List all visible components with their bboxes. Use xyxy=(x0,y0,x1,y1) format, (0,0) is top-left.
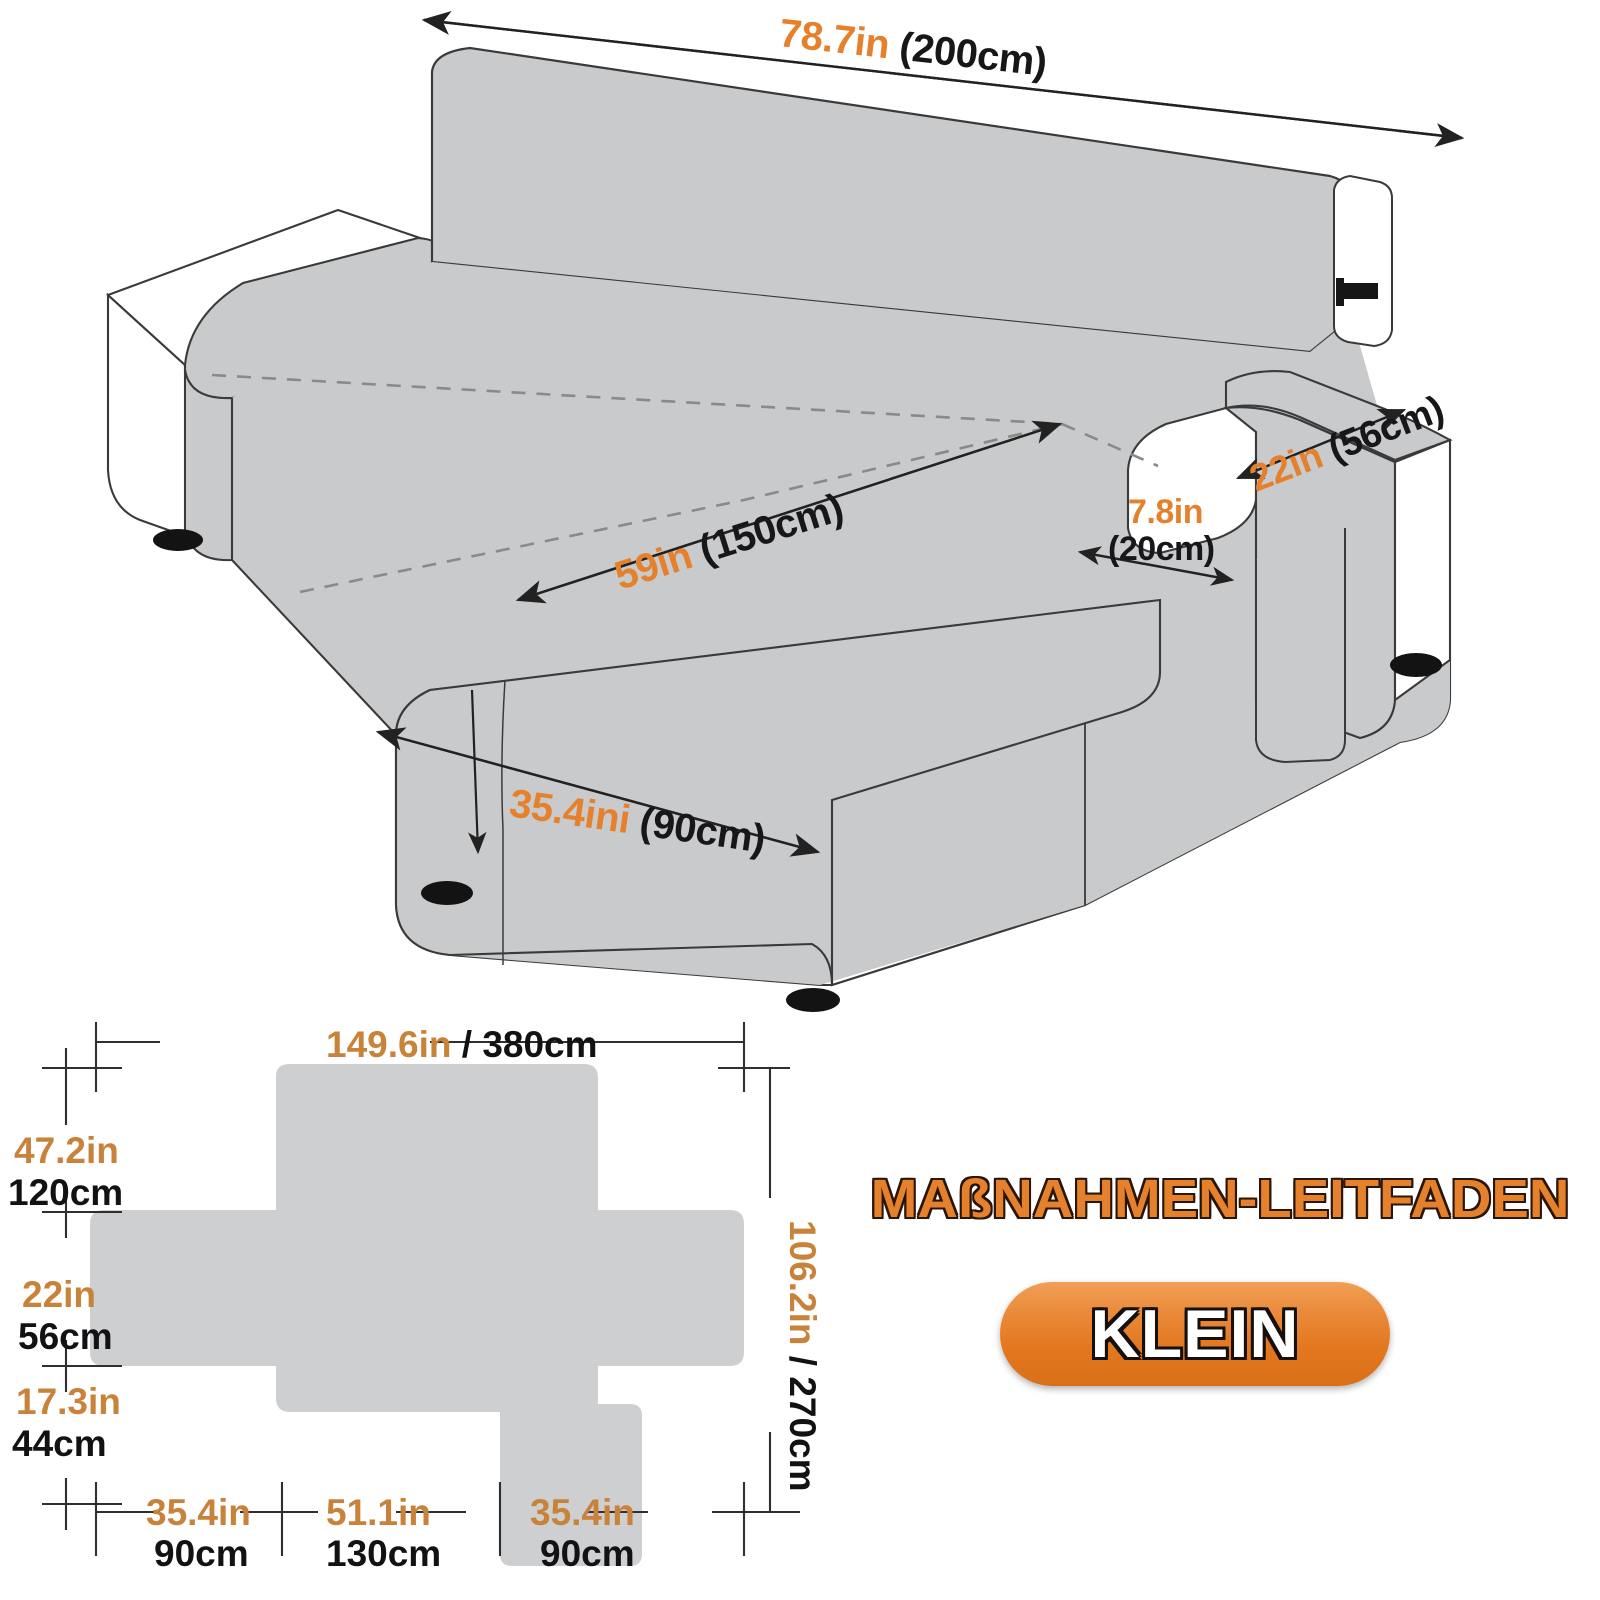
seam-dashed-right xyxy=(1061,422,1159,468)
flat-height-label: 106.2in / 270cm xyxy=(782,1220,823,1492)
leg-front-left xyxy=(153,529,203,551)
flat-left-inch-2: 17.3in xyxy=(16,1381,121,1422)
right-arm-top-cap xyxy=(1224,370,1453,462)
flat-width-label: 149.6in / 380cm xyxy=(326,1024,598,1065)
arrow-overall-width-right xyxy=(423,18,1465,147)
seat-left-edge xyxy=(230,398,397,736)
flat-bottom-inch-0: 35.4in xyxy=(146,1492,251,1533)
sofa-body xyxy=(106,46,1453,1012)
flat-left-inch-0: 47.2in xyxy=(14,1130,119,1171)
leg-chaise-left xyxy=(421,881,473,905)
flat-left-inch-1: 22in xyxy=(22,1274,96,1315)
label-overall-width: 78.7in (200cm) xyxy=(777,11,1049,85)
leg-right xyxy=(1390,653,1442,677)
elastic-strap xyxy=(1342,283,1378,299)
size-badge-label: KLEIN xyxy=(1090,1296,1300,1372)
flat-bottom-inch-1: 51.1in xyxy=(326,1492,431,1533)
leg-chaise-front xyxy=(786,988,840,1012)
label-arm-width-cm: (20cm) xyxy=(1108,530,1215,568)
flat-left-cm-2: 44cm xyxy=(12,1423,107,1464)
dimension-arrows xyxy=(375,11,1465,857)
arrow-arm-width-right xyxy=(1079,550,1235,586)
seam-dashed-back xyxy=(211,373,1063,426)
size-badge[interactable]: KLEIN xyxy=(1000,1282,1390,1386)
chaise-cushion-top xyxy=(394,598,1162,986)
arrow-seat-depth-right xyxy=(1237,408,1407,480)
flat-pattern-diagram: 47.2in 149.6in / 380cm 106.2in / 270cm 4… xyxy=(8,1022,823,1574)
label-arm-width-inch: 7.8in xyxy=(1128,493,1203,531)
flat-bottom-cm-1: 130cm xyxy=(326,1533,441,1574)
back-flap xyxy=(1333,174,1393,348)
guide-title: MAßNAHMEN-LEITFADEN xyxy=(869,1168,1570,1231)
left-arm-outer-face xyxy=(106,292,187,538)
flat-pattern-shape xyxy=(90,1064,744,1566)
flat-bottom-cm-0: 90cm xyxy=(154,1533,249,1574)
chaise-cushion-seam xyxy=(501,679,506,965)
flat-bottom-inch-2: 35.4in xyxy=(530,1492,635,1533)
right-arm-outer-face xyxy=(1299,419,1452,703)
arrow-chaise-width-right xyxy=(377,730,821,857)
elastic-strap-loop xyxy=(1336,278,1344,306)
arrow-chaise-depth-upper xyxy=(517,420,1063,602)
flat-left-cm-1: 56cm xyxy=(18,1316,113,1357)
flat-left-cm-0: 120cm xyxy=(8,1172,123,1213)
tick-chaise-width xyxy=(468,689,487,855)
flat-bottom-cm-2: 90cm xyxy=(540,1533,635,1574)
flat-pattern-notch xyxy=(598,1366,620,1404)
seam-dashed-front xyxy=(299,422,1063,594)
flat-guide-lines xyxy=(42,1022,800,1556)
right-arm-side-flap xyxy=(1255,528,1346,764)
